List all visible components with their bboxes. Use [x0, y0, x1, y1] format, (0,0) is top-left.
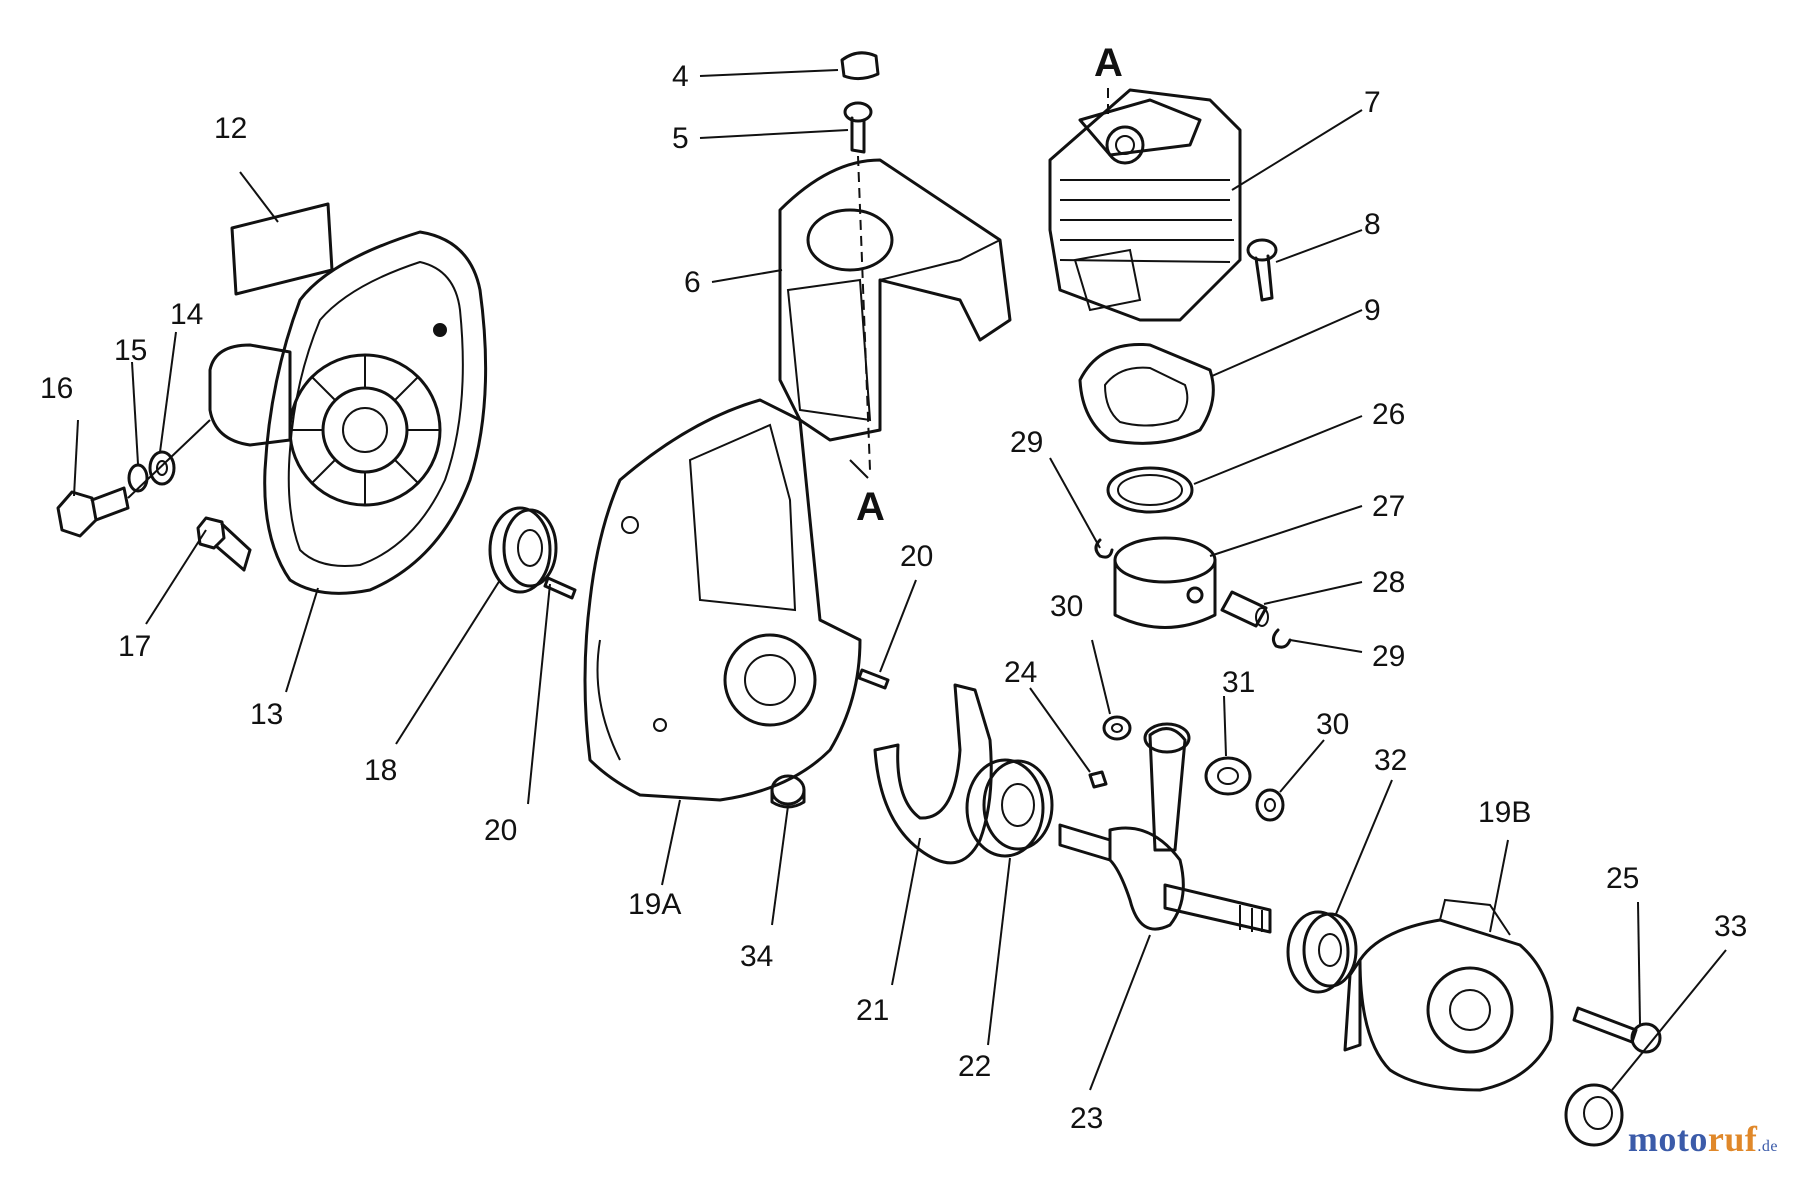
part-24-key: [1088, 770, 1108, 789]
label-23: 23: [1070, 1102, 1103, 1135]
part-4-cap: [840, 51, 880, 81]
part-16-bolt: [56, 486, 130, 538]
part-20-pin-left: [543, 576, 577, 600]
label-13: 13: [250, 698, 283, 731]
part-7-cylinder: [1048, 88, 1242, 322]
part-9-gasket: [1078, 342, 1215, 445]
watermark-part3: .de: [1757, 1138, 1778, 1155]
part-32-bearing: [1286, 910, 1358, 994]
part-13-fan-housing: [208, 230, 488, 595]
marker-a-bottom: A: [856, 485, 885, 529]
label-6: 6: [684, 266, 701, 299]
watermark-logo: motoruf.de: [1628, 1118, 1778, 1160]
leader-lines: [73, 69, 1727, 1091]
label-5: 5: [672, 122, 689, 155]
part-25-bolt: [1572, 1006, 1662, 1054]
part-18-bearing: [488, 506, 558, 594]
part-30-washer-left: [1102, 715, 1132, 741]
part-6-cylinder-cover: [778, 158, 1012, 442]
part-14-washer: [148, 450, 176, 486]
part-31-needle-bearing: [1204, 756, 1252, 796]
part-labels: 4 5 6 7 8 9 12 13 14 15 16 17 18 19A 19B…: [40, 41, 1747, 1135]
label-7: 7: [1364, 86, 1381, 119]
part-20-pin-right: [857, 668, 890, 690]
label-21: 21: [856, 994, 889, 1027]
label-18: 18: [364, 754, 397, 787]
label-17: 17: [118, 630, 151, 663]
label-19a: 19A: [628, 888, 681, 921]
part-19a-crankcase-left: [583, 398, 862, 802]
label-16: 16: [40, 372, 73, 405]
part-15-lock-washer: [127, 463, 149, 493]
part-29-clip-left: [1094, 538, 1114, 559]
part-22-ball-bearing: [965, 758, 1054, 858]
label-30-left: 30: [1050, 590, 1083, 623]
label-15: 15: [114, 334, 147, 367]
label-33: 33: [1714, 910, 1747, 943]
part-5-screw: [843, 101, 873, 154]
part-8-bolt: [1246, 238, 1278, 302]
label-24: 24: [1004, 656, 1037, 689]
part-17-screw: [196, 516, 252, 572]
label-29-right: 29: [1372, 640, 1405, 673]
label-31: 31: [1222, 666, 1255, 699]
part-33-seal: [1564, 1083, 1624, 1147]
label-4: 4: [672, 60, 689, 93]
part-28-piston-pin: [1220, 590, 1269, 628]
label-20-left: 20: [484, 814, 517, 847]
part-30-washer-right: [1255, 788, 1285, 822]
part-26-piston-ring: [1106, 466, 1194, 514]
label-34: 34: [740, 940, 773, 973]
label-22: 22: [958, 1050, 991, 1083]
part-27-piston: [1113, 536, 1217, 629]
label-12: 12: [214, 112, 247, 145]
part-19b-crankcase-right: [1343, 898, 1554, 1092]
label-26: 26: [1372, 398, 1405, 431]
label-20-right: 20: [900, 540, 933, 573]
label-30-right: 30: [1316, 708, 1349, 741]
label-19b: 19B: [1478, 796, 1531, 829]
part-23-crankshaft: [1058, 722, 1272, 934]
marker-a-top: A: [1094, 41, 1123, 85]
watermark-part2: ruf: [1707, 1119, 1758, 1159]
label-27: 27: [1372, 490, 1405, 523]
label-14: 14: [170, 298, 203, 331]
label-29-left: 29: [1010, 426, 1043, 459]
watermark-part1: moto: [1627, 1119, 1708, 1159]
label-9: 9: [1364, 294, 1381, 327]
label-32: 32: [1374, 744, 1407, 777]
label-28: 28: [1372, 566, 1405, 599]
label-25: 25: [1606, 862, 1639, 895]
part-29-clip-right: [1271, 628, 1292, 649]
label-8: 8: [1364, 208, 1381, 241]
